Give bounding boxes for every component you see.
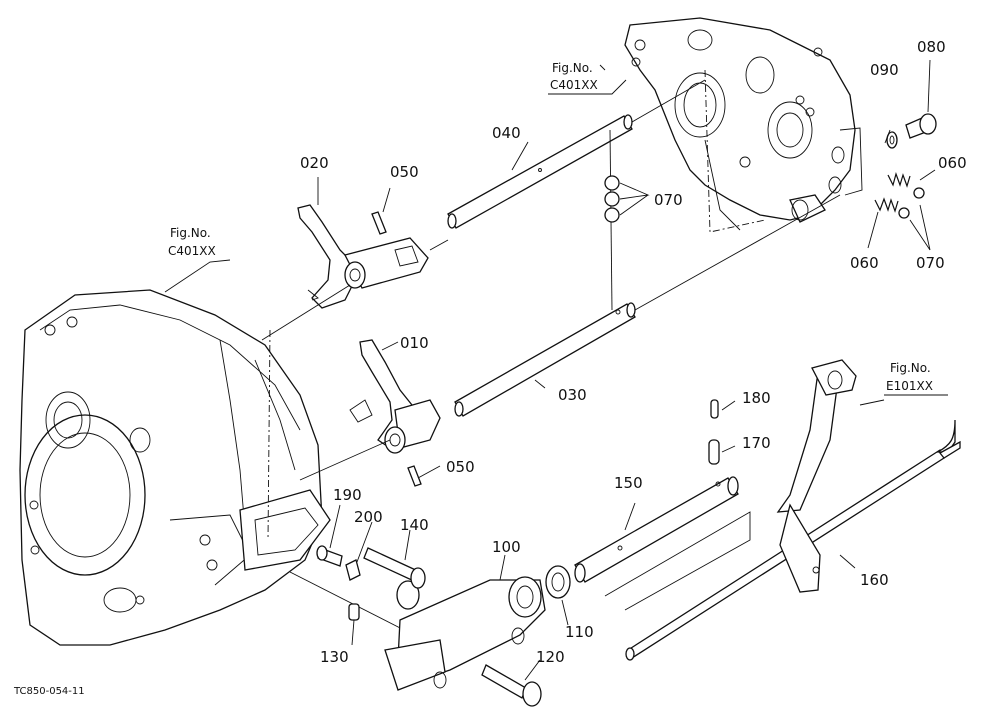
label-170: 170	[742, 434, 771, 452]
label-070-left: 070	[654, 191, 683, 209]
pin-130	[348, 603, 360, 621]
pin-170	[708, 439, 720, 465]
label-050-bottom: 050	[446, 458, 475, 476]
fig-ref-left-line2: C401XX	[168, 244, 216, 258]
bolt-120	[481, 664, 542, 707]
label-020: 020	[300, 154, 329, 172]
fig-ref-top-line1: Fig.No.	[552, 61, 593, 75]
label-010: 010	[400, 334, 429, 352]
label-190: 190	[333, 486, 362, 504]
fork-shaft-030	[454, 302, 636, 417]
bushing-110	[545, 565, 571, 599]
label-080: 080	[917, 38, 946, 56]
label-160: 160	[860, 571, 889, 589]
label-180: 180	[742, 389, 771, 407]
leader-lines	[164, 59, 936, 681]
lever-bracket	[776, 359, 857, 593]
figure-references: Fig.No. C401XX Fig.No. C401XX Fig.No. E1…	[168, 61, 948, 396]
label-150: 150	[614, 474, 643, 492]
plate-200	[345, 559, 361, 581]
label-100: 100	[492, 538, 521, 556]
transmission-case-left	[19, 289, 331, 646]
transmission-case-right	[624, 17, 863, 233]
shift-arm-100	[384, 576, 546, 691]
label-110: 110	[565, 623, 594, 641]
pin-140	[363, 547, 426, 589]
fig-ref-right-line2: E101XX	[886, 379, 933, 393]
label-060-right: 060	[938, 154, 967, 172]
springs-060	[874, 172, 911, 213]
label-070-right: 070	[916, 254, 945, 272]
bolt-190	[316, 545, 343, 567]
shift-fork-020	[297, 204, 429, 309]
pin-180	[710, 399, 719, 419]
shaft-150	[574, 476, 739, 583]
circlip-090	[886, 131, 898, 149]
label-030: 030	[558, 386, 587, 404]
label-090: 090	[870, 61, 899, 79]
label-140: 140	[400, 516, 429, 534]
fig-ref-left-line1: Fig.No.	[170, 226, 211, 240]
shift-fork-010	[349, 339, 441, 487]
fig-ref-right-line1: Fig.No.	[890, 361, 931, 375]
fig-ref-top-line2: C401XX	[550, 78, 598, 92]
label-060-bottom: 060	[850, 254, 879, 272]
fork-shaft-040	[447, 114, 633, 229]
lever-outline-frame	[604, 511, 751, 611]
drawing-code: TC850-054-11	[13, 686, 85, 697]
label-040: 040	[492, 124, 521, 142]
steel-balls-070	[604, 175, 925, 223]
bolt-080	[905, 113, 937, 139]
label-130: 130	[320, 648, 349, 666]
part-labels: 040 050 020 070 010 030 050 080 090 060 …	[300, 38, 967, 666]
label-200: 200	[354, 508, 383, 526]
label-120: 120	[536, 648, 565, 666]
label-050-top: 050	[390, 163, 419, 181]
